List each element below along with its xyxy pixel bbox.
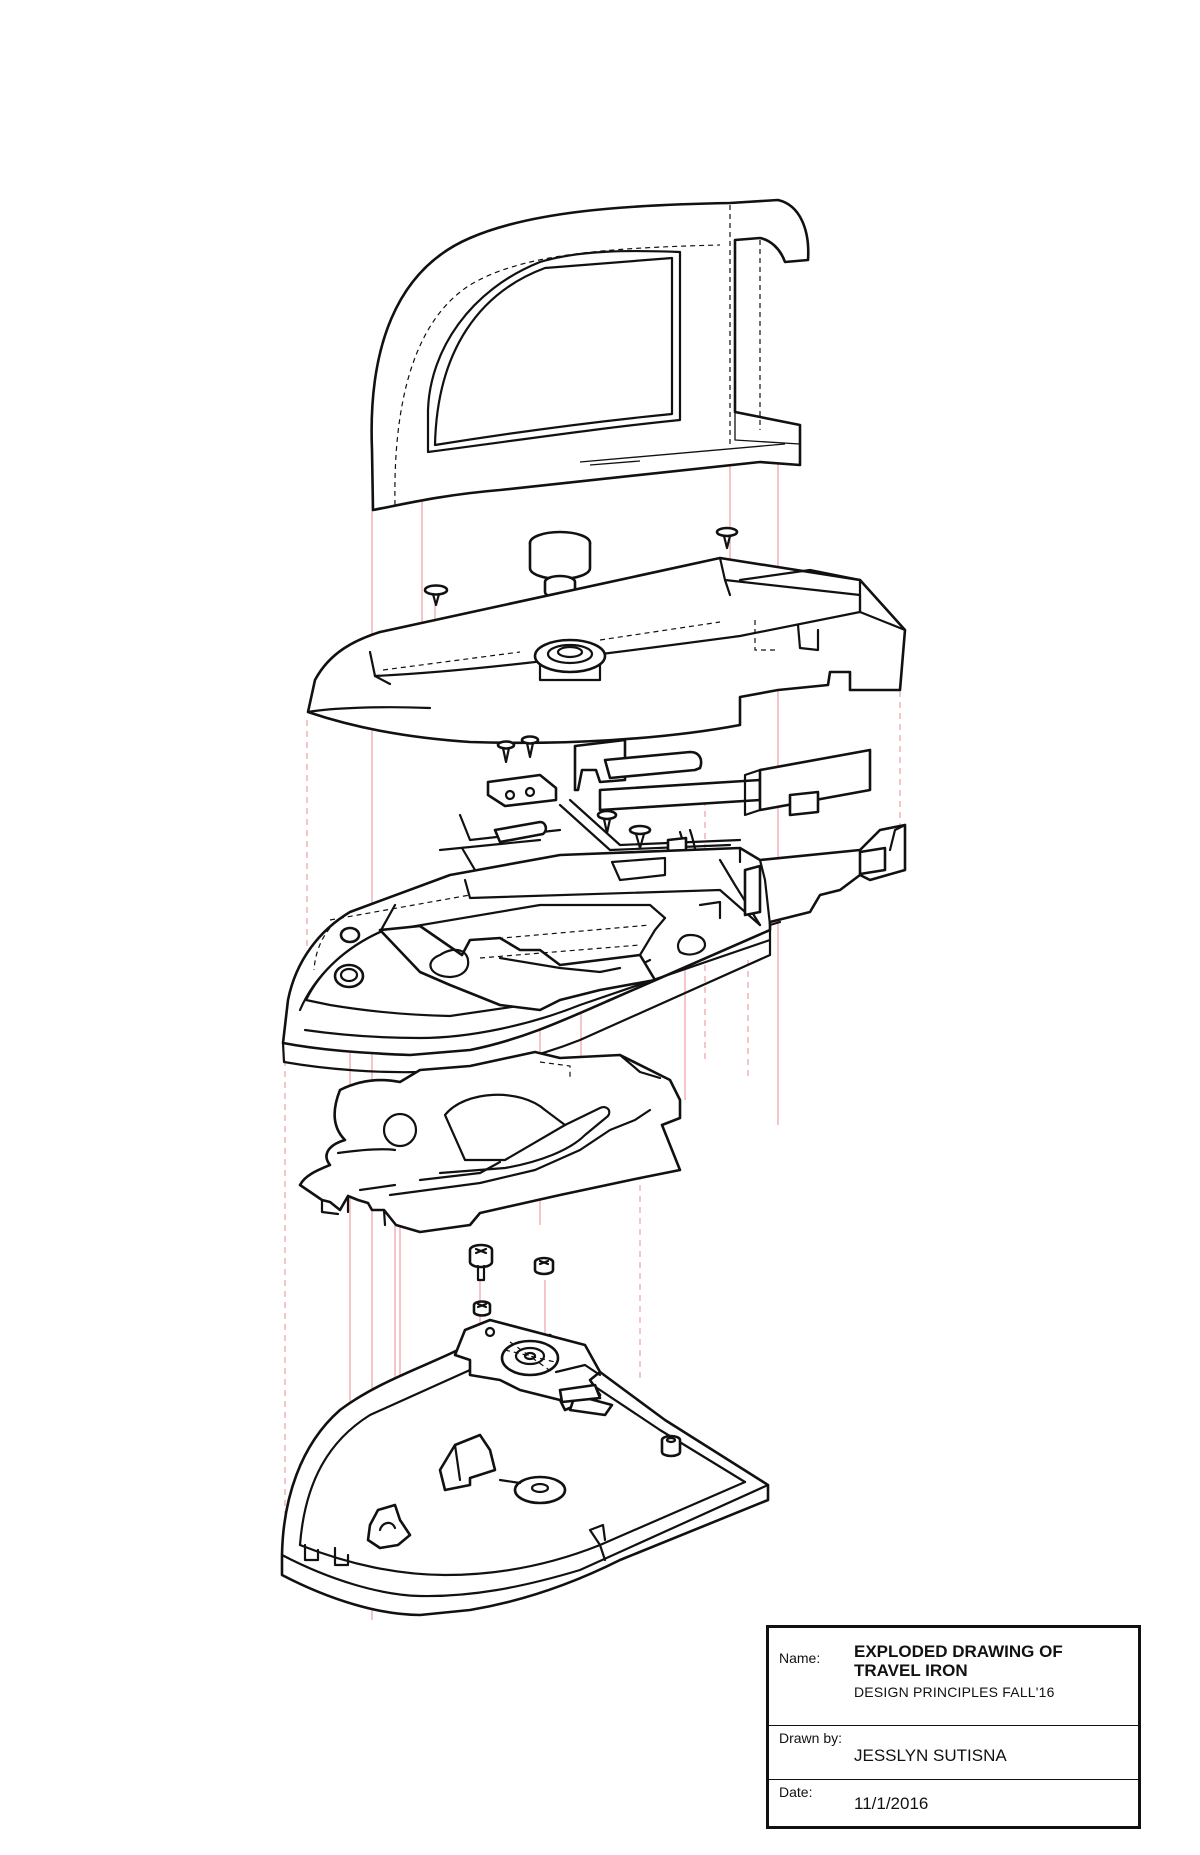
handle [370,198,810,512]
name-label: Name: [779,1650,821,1666]
lower-fasteners [468,1243,555,1317]
drawing-title: EXPLODED DRAWING OF TRAVEL IRON [854,1642,1063,1680]
drawn-by-value: JESSLYN SUTISNA [854,1746,1007,1765]
date-label: Date: [779,1784,813,1800]
main-body [281,823,907,1074]
course-name: DESIGN PRINCIPLES FALL'16 [854,1684,1055,1700]
title-block-name-row: Name: EXPLODED DRAWING OF TRAVEL IRON DE… [769,1628,1138,1726]
heating-plate [298,1050,682,1234]
drawn-by-label: Drawn by: [779,1730,843,1746]
title-block: Name: EXPLODED DRAWING OF TRAVEL IRON DE… [766,1625,1141,1829]
upper-cover [306,556,907,745]
title-block-date-row: Date: 11/1/2016 [769,1780,1138,1829]
internal-components [438,735,872,937]
date-value: 11/1/2016 [854,1794,929,1813]
title-block-drawn-by-row: Drawn by: JESSLYN SUTISNA [769,1726,1138,1780]
soleplate [280,1318,770,1617]
